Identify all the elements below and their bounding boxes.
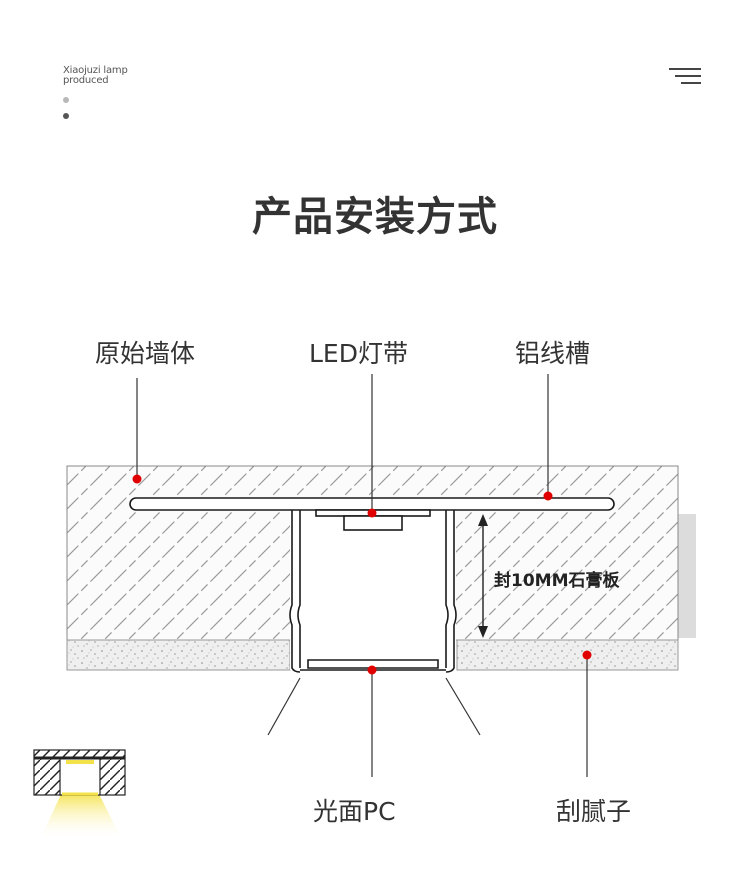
dimension-arrow [478,514,488,638]
marker-putty [582,650,592,660]
label-aluminum-channel: 铝线槽 [515,339,591,368]
hamburger-menu-icon[interactable] [669,66,701,86]
brand-line-1: Xiaojuzi lamp [63,65,128,76]
marker-pc [367,665,377,675]
putty-layer [66,639,679,671]
channel-cavity [290,505,456,670]
label-pc-diffuser: 光面PC [313,797,396,826]
leader-lines [136,374,588,777]
marker-led [367,508,377,518]
marker-channel [543,491,553,501]
label-led-strip: LED灯带 [309,339,408,368]
label-original-wall: 原始墙体 [95,339,196,368]
brand-line-2: produced [63,75,109,86]
page-indicator-dot[interactable] [63,97,69,103]
brand-logo-text: Xiaojuzi lamp produced [63,66,128,86]
page-title: 产品安装方式 [252,194,498,240]
inset-illustration [33,749,126,840]
page-indicator-dot-active[interactable] [63,113,69,119]
label-gypsum-board: 封10MM石膏板 [494,571,620,591]
marker-wall [132,474,142,484]
label-putty: 刮腻子 [556,797,632,826]
